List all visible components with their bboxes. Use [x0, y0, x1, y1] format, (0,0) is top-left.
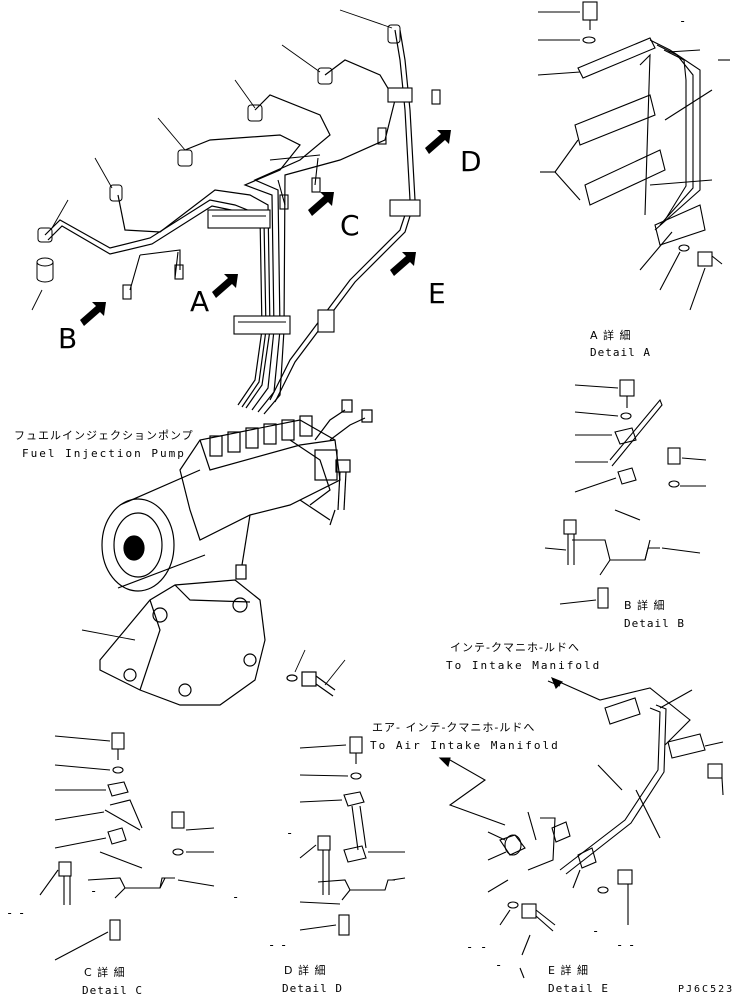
detail-b-label-en: Detail B [624, 617, 685, 630]
detail-a-label-en: Detail A [590, 346, 651, 359]
tube-clamps [122, 87, 441, 335]
callout-d-label: D [460, 145, 482, 178]
air-intake-label-jp: エア- インテ-クマニホ-ルドへ [372, 721, 536, 734]
detail-d-drawing [299, 736, 406, 936]
detail-a-drawing [537, 1, 730, 311]
detail-d-label-jp: D 詳 細 [284, 964, 327, 977]
callout-c-label: C [340, 209, 360, 242]
dash-mark: - [679, 14, 687, 28]
callout-b-label: B [58, 322, 78, 355]
pump-label-en: Fuel Injection Pump [22, 447, 186, 460]
detail-a-label-jp: A 詳 細 [590, 329, 632, 342]
callout-a-label: A [190, 285, 210, 318]
dash-mark: - [495, 958, 503, 972]
dash-mark: - [480, 940, 488, 954]
view-arrows [80, 130, 451, 326]
dash-mark: - [286, 826, 294, 840]
dash-mark: - [6, 906, 14, 920]
detail-e-label-jp: E 詳 細 [548, 964, 589, 977]
intake-label-jp: インテ-クマニホ-ルドへ [450, 641, 580, 654]
detail-c-drawing [39, 732, 215, 961]
fuel-injection-pump [101, 399, 373, 592]
fuel-tube-bundle [44, 29, 416, 415]
detail-b-drawing [544, 379, 707, 609]
dash-mark: - [616, 938, 624, 952]
dash-mark: - [592, 924, 600, 938]
dash-mark: - [232, 890, 240, 904]
detail-c-label-en: Detail C [82, 984, 143, 997]
dash-mark: - [268, 938, 276, 952]
detail-d-label-en: Detail D [282, 982, 343, 995]
main-leaders [31, 9, 393, 686]
pump-label-jp: フュエルインジェクションポンプ [14, 429, 194, 442]
detail-e-drawing [438, 677, 724, 979]
air-intake-label-en: To Air Intake Manifold [370, 739, 560, 752]
dash-mark: - [466, 940, 474, 954]
dash-mark: - [90, 884, 98, 898]
detail-b-label-jp: B 詳 細 [624, 599, 666, 612]
dash-mark: - [280, 938, 288, 952]
dash-mark: - [628, 938, 636, 952]
callout-e-label: E [428, 277, 446, 310]
detail-e-label-en: Detail E [548, 982, 609, 995]
detail-c-label-jp: C 詳 細 [84, 966, 126, 979]
pump-bracket [99, 579, 336, 706]
dash-mark: - [18, 906, 26, 920]
drawing-code: PJ6C523 [678, 984, 735, 995]
intake-label-en: To Intake Manifold [446, 659, 602, 672]
nozzle-nuts [36, 24, 401, 283]
